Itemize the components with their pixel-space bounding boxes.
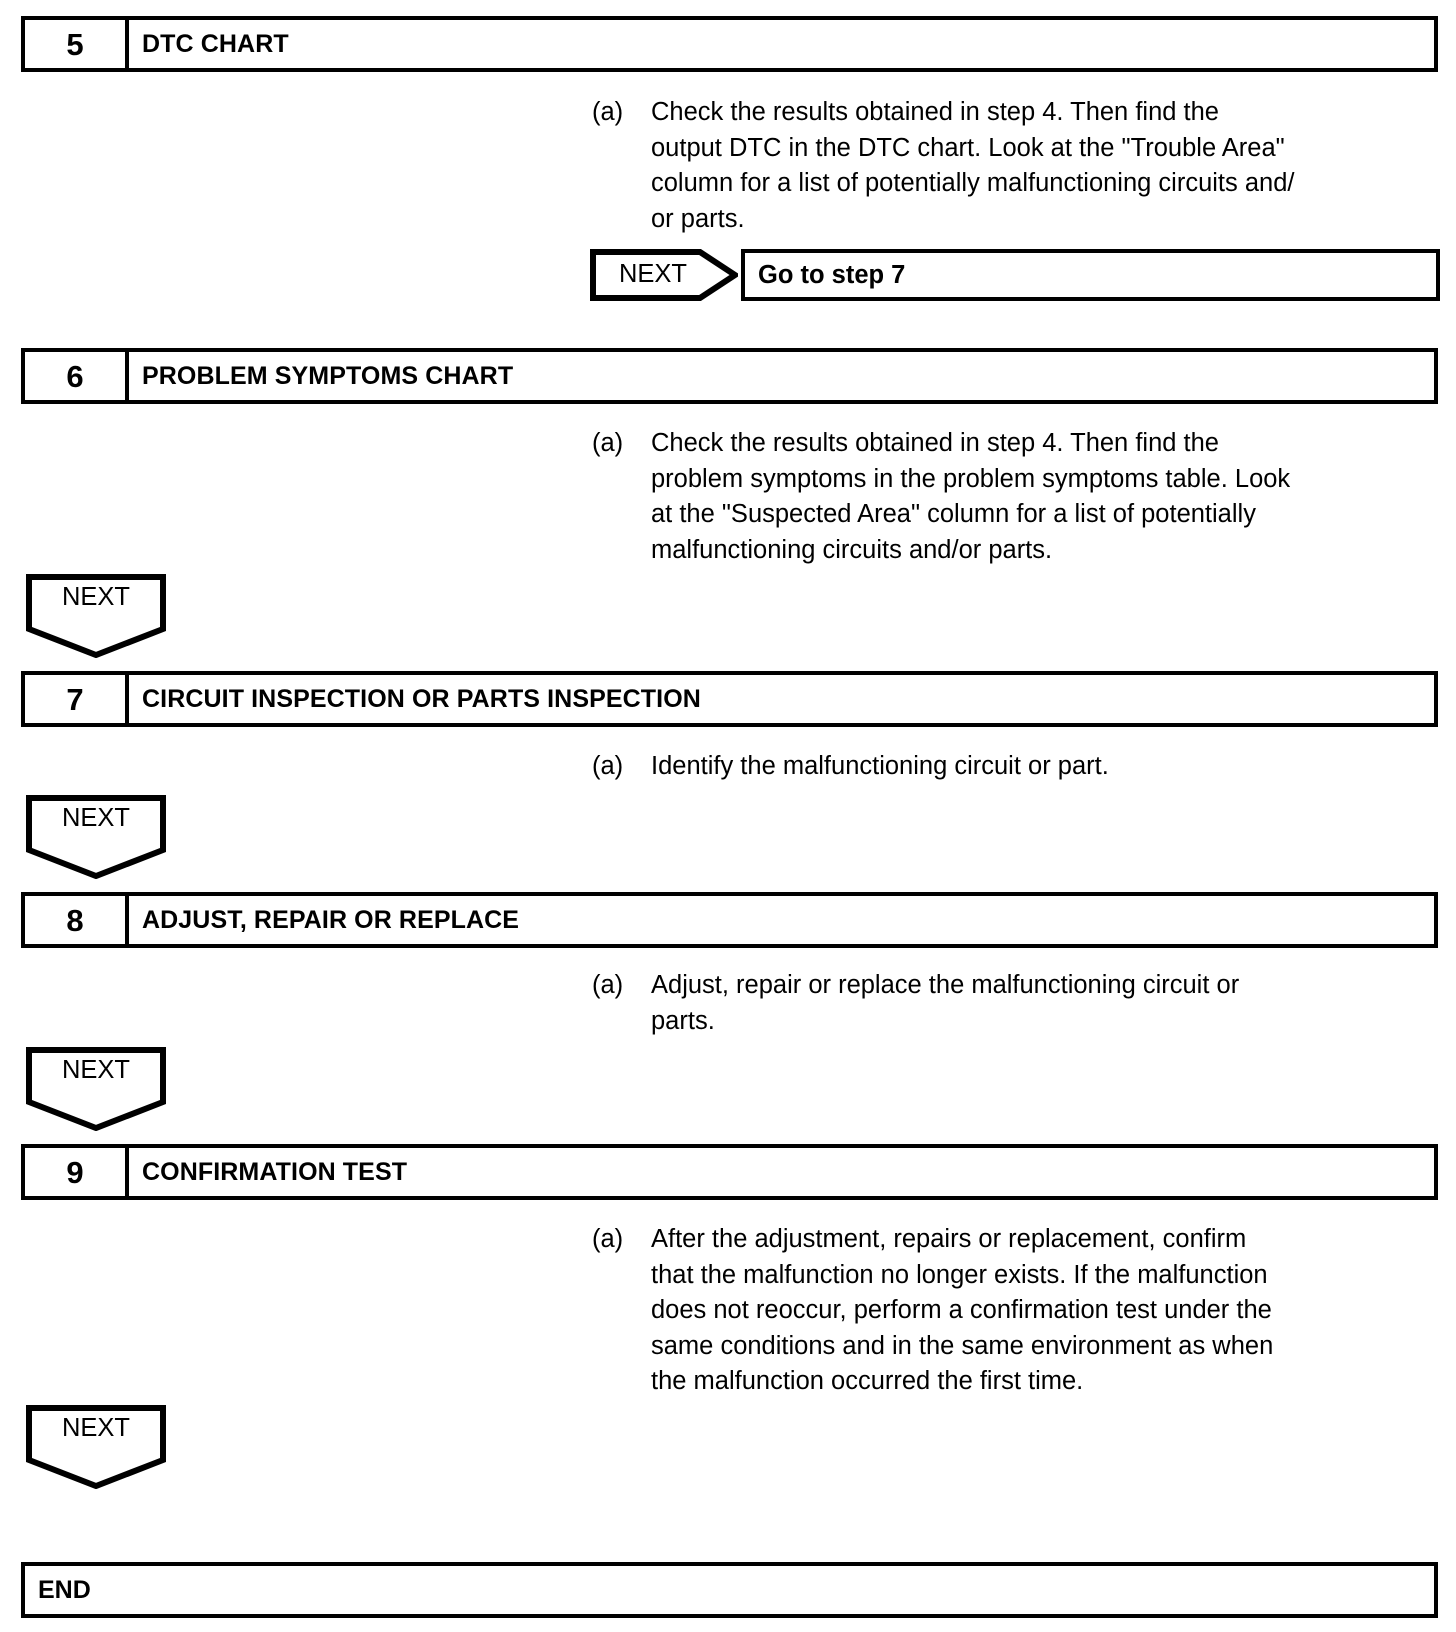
step-title-6: PROBLEM SYMPTOMS CHART bbox=[142, 361, 514, 390]
step-8-item-a: (a) Adjust, repair or replace the malfun… bbox=[592, 968, 1392, 1039]
arrow-right-icon bbox=[590, 249, 738, 301]
item-marker: (a) bbox=[592, 971, 624, 999]
goto-step-box: Go to step 7 bbox=[741, 249, 1440, 301]
next-label: NEXT bbox=[61, 583, 130, 611]
end-box: END bbox=[21, 1562, 1438, 1618]
next-arrow-down-step8: NEXT bbox=[26, 1047, 166, 1131]
step-7-item-a: (a) Identify the malfunctioning circuit … bbox=[592, 749, 1392, 785]
next-arrow-down-step7: NEXT bbox=[26, 795, 166, 879]
step-header-6: 6 PROBLEM SYMPTOMS CHART bbox=[21, 348, 1438, 404]
step-title-7: CIRCUIT INSPECTION OR PARTS INSPECTION bbox=[142, 684, 701, 713]
step-title-5: DTC CHART bbox=[142, 29, 289, 58]
arrow-down-icon bbox=[26, 795, 166, 879]
step-number-8: 8 bbox=[25, 896, 129, 944]
next-label: NEXT bbox=[61, 1414, 130, 1442]
item-text: Check the results obtained in step 4. Th… bbox=[651, 429, 1291, 564]
item-text: Adjust, repair or replace the malfunctio… bbox=[651, 971, 1240, 1035]
arrow-down-icon bbox=[26, 574, 166, 658]
arrow-down-icon bbox=[26, 1405, 166, 1489]
arrow-down-icon bbox=[26, 1047, 166, 1131]
step-title-9: CONFIRMATION TEST bbox=[142, 1157, 408, 1186]
step-header-5: 5 DTC CHART bbox=[21, 16, 1438, 72]
next-label: NEXT bbox=[618, 260, 687, 288]
step-number-7: 7 bbox=[25, 675, 129, 723]
step-5-item-a: (a) Check the results obtained in step 4… bbox=[592, 95, 1392, 237]
item-text: After the adjustment, repairs or replace… bbox=[651, 1225, 1274, 1395]
step-header-8: 8 ADJUST, REPAIR OR REPLACE bbox=[21, 892, 1438, 948]
step-number-9: 9 bbox=[25, 1148, 129, 1196]
step-9-item-a: (a) After the adjustment, repairs or rep… bbox=[592, 1222, 1392, 1400]
item-text: Check the results obtained in step 4. Th… bbox=[651, 98, 1295, 233]
next-arrow-down-step9: NEXT bbox=[26, 1405, 166, 1489]
next-arrow-right-step5: NEXT bbox=[590, 249, 738, 301]
step-title-8: ADJUST, REPAIR OR REPLACE bbox=[142, 905, 520, 934]
step-number-6: 6 bbox=[25, 352, 129, 400]
end-label: END bbox=[38, 1575, 91, 1604]
next-label: NEXT bbox=[61, 804, 130, 832]
goto-step-label: Go to step 7 bbox=[758, 260, 906, 289]
step-header-7: 7 CIRCUIT INSPECTION OR PARTS INSPECTION bbox=[21, 671, 1438, 727]
item-marker: (a) bbox=[592, 429, 624, 457]
step-header-9: 9 CONFIRMATION TEST bbox=[21, 1144, 1438, 1200]
next-arrow-down-step6: NEXT bbox=[26, 574, 166, 658]
step-6-item-a: (a) Check the results obtained in step 4… bbox=[592, 426, 1402, 568]
item-text: Identify the malfunctioning circuit or p… bbox=[651, 752, 1109, 780]
next-label: NEXT bbox=[61, 1056, 130, 1084]
item-marker: (a) bbox=[592, 752, 624, 780]
item-marker: (a) bbox=[592, 1225, 624, 1253]
step-number-5: 5 bbox=[25, 20, 129, 68]
item-marker: (a) bbox=[592, 98, 624, 126]
